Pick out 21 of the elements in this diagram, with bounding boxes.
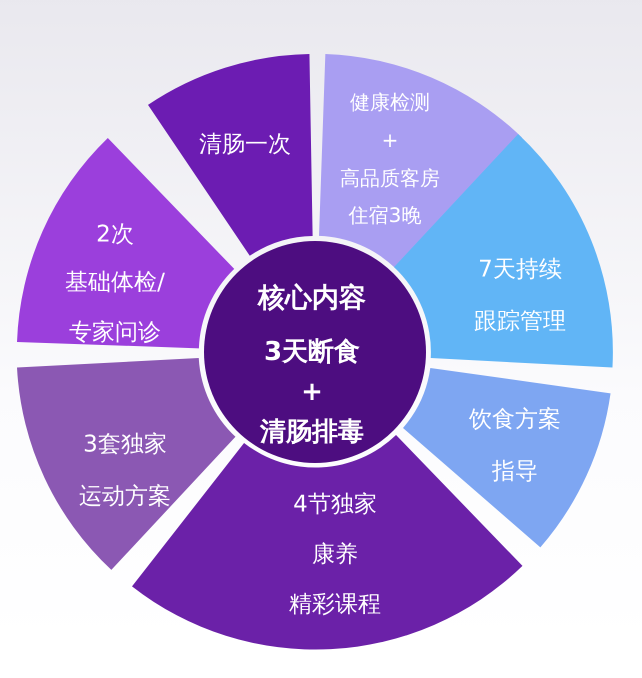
sector-label: 4节独家 — [293, 493, 377, 516]
sector-label: 运动方案 — [78, 485, 171, 508]
sector-label: 7天持续 — [478, 258, 562, 282]
sector-label: + — [382, 130, 398, 150]
center-label: 清肠排毒 — [260, 419, 364, 445]
sector-label: 健康检测 — [350, 92, 430, 112]
center-label: 3天断食 — [264, 339, 360, 365]
sector-label: 清肠一次 — [198, 133, 291, 156]
center-title: 核心内容 — [258, 284, 366, 312]
sector-label: 基础体检/ — [65, 271, 165, 294]
sector-label: 住宿3晚 — [348, 204, 422, 225]
sector-label: 跟踪管理 — [474, 310, 566, 334]
sector-label: 精彩课程 — [288, 593, 381, 616]
sector-label: 3套独家 — [83, 433, 167, 456]
center-label: + — [301, 379, 323, 405]
sector-label: 康养 — [312, 543, 358, 566]
sector-label: 专家问诊 — [68, 321, 161, 344]
sector-label: 指导 — [492, 460, 538, 484]
sector-label: 饮食方案 — [468, 408, 561, 432]
sector-label: 2次 — [96, 223, 134, 246]
sector-label: 高品质客房 — [340, 168, 440, 188]
